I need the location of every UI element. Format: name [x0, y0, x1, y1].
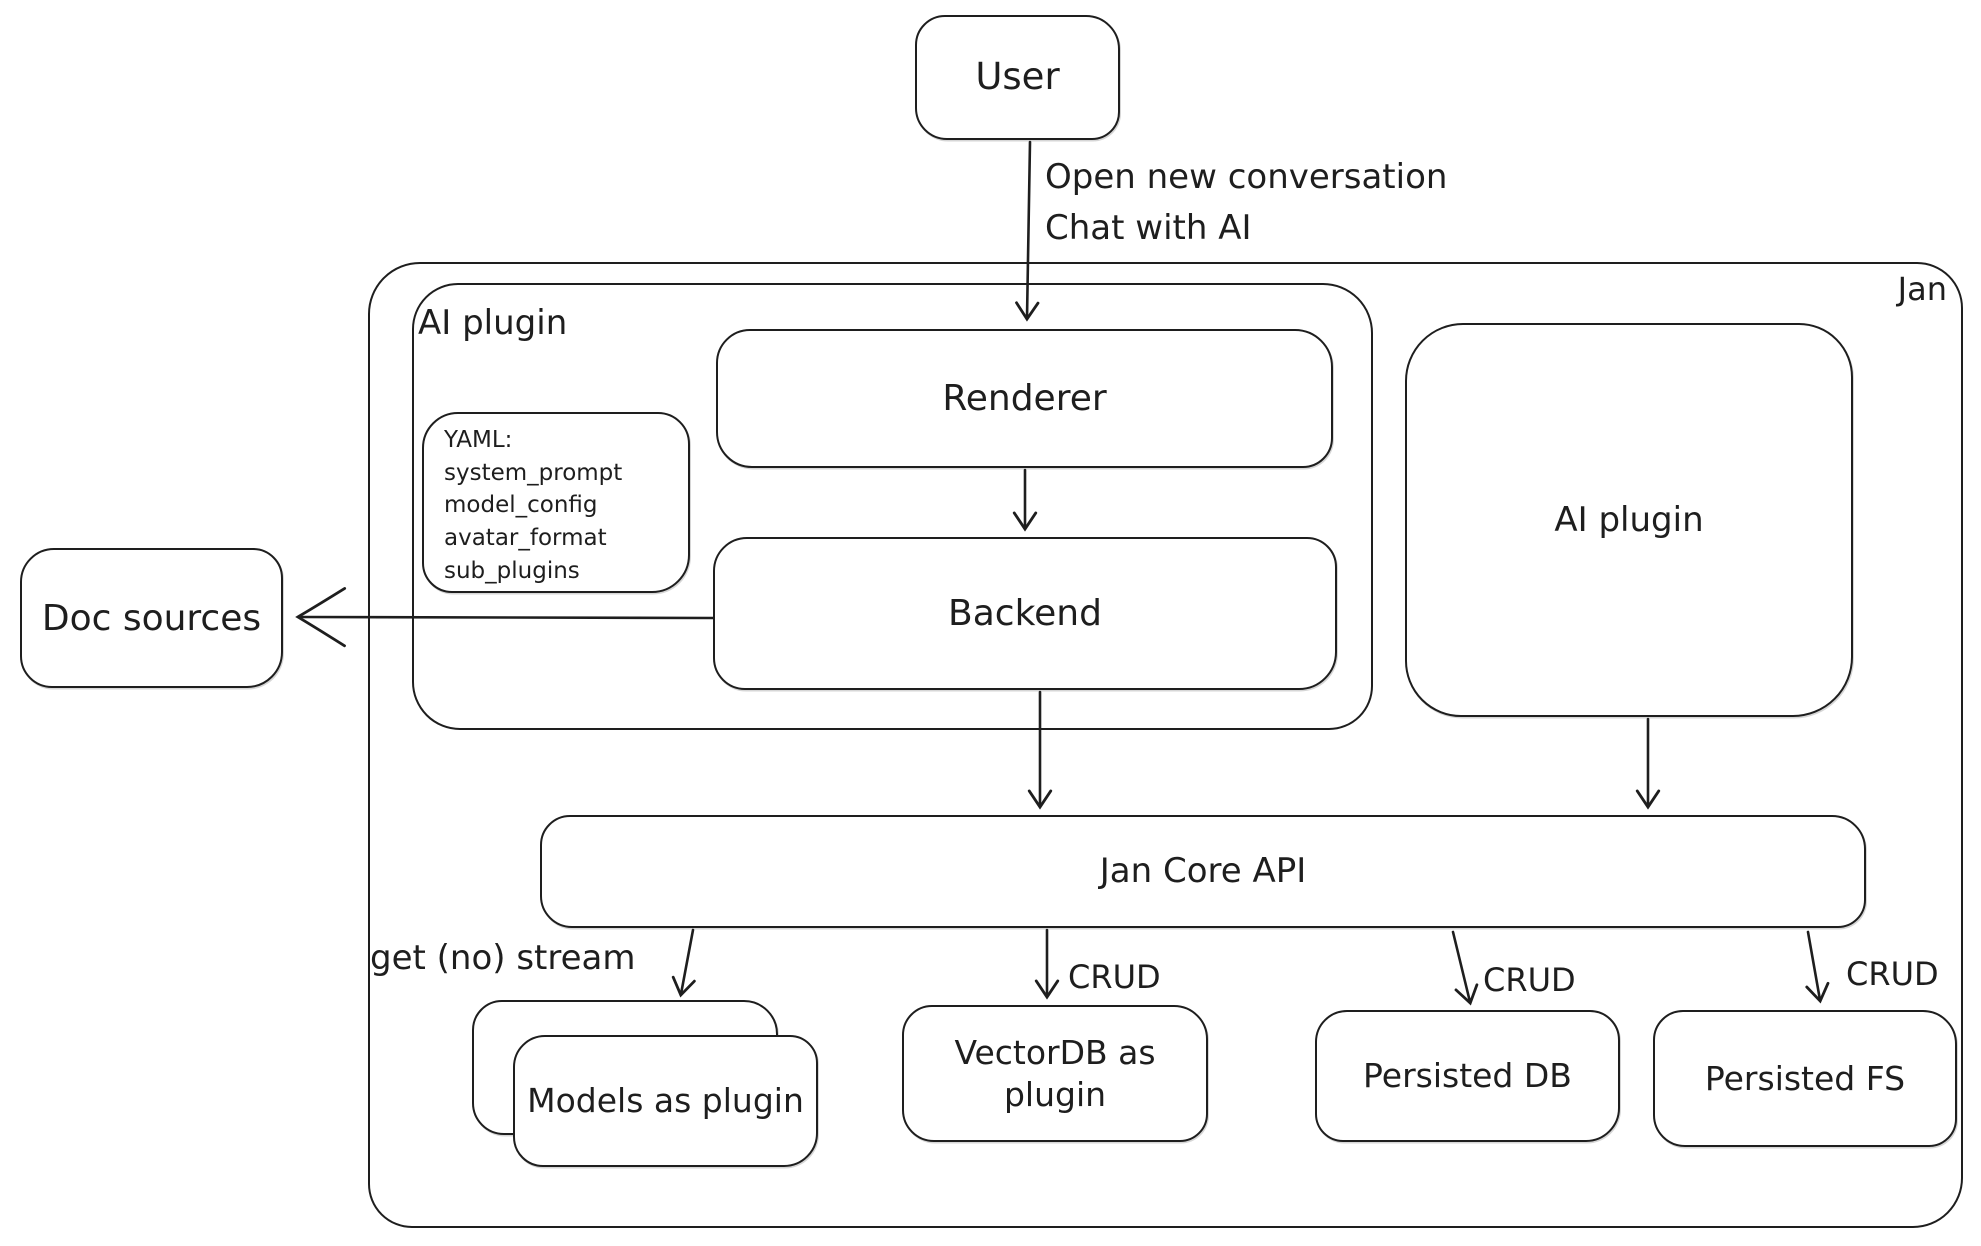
models-as-plugin-node: Models as plugin: [513, 1035, 818, 1167]
edge-label-crud-persisted-fs: CRUD: [1846, 955, 1939, 993]
user-node: User: [915, 15, 1120, 140]
jan-container-node: [368, 262, 1963, 1228]
vectordb-as-plugin-node-label: VectorDB as plugin: [954, 1033, 1156, 1114]
edge-label-crud-persisted-db: CRUD: [1483, 961, 1576, 999]
models-as-plugin-node-label: Models as plugin: [527, 1081, 804, 1121]
ai-plugin-right-node-label: AI plugin: [1554, 499, 1704, 540]
doc-sources-node: Doc sources: [20, 548, 283, 688]
ai-plugin-right-node: AI plugin: [1405, 323, 1853, 717]
backend-node-label: Backend: [948, 593, 1102, 634]
persisted-fs-node: Persisted FS: [1653, 1010, 1957, 1147]
jan-core-api-node-label: Jan Core API: [1099, 851, 1307, 892]
renderer-node-label: Renderer: [942, 378, 1107, 419]
persisted-fs-node-label: Persisted FS: [1704, 1058, 1906, 1098]
edge-label-crud-vectordb: CRUD: [1068, 958, 1161, 996]
renderer-node: Renderer: [716, 329, 1333, 468]
ai-plugin-container-node: [412, 283, 1373, 730]
doc-sources-node-label: Doc sources: [41, 597, 262, 639]
persisted-db-node-label: Persisted DB: [1363, 1056, 1572, 1096]
ai-plugin-container-label: AI plugin: [418, 303, 568, 343]
persisted-db-node: Persisted DB: [1315, 1010, 1620, 1142]
vectordb-as-plugin-node: VectorDB as plugin: [902, 1005, 1208, 1142]
jan-core-api-node: Jan Core API: [540, 815, 1866, 928]
user-node-label: User: [975, 55, 1060, 99]
jan-frame-label: Jan: [1897, 270, 1947, 308]
backend-node: Backend: [713, 537, 1337, 690]
edge-label-get-no-stream: get (no) stream: [370, 938, 636, 978]
